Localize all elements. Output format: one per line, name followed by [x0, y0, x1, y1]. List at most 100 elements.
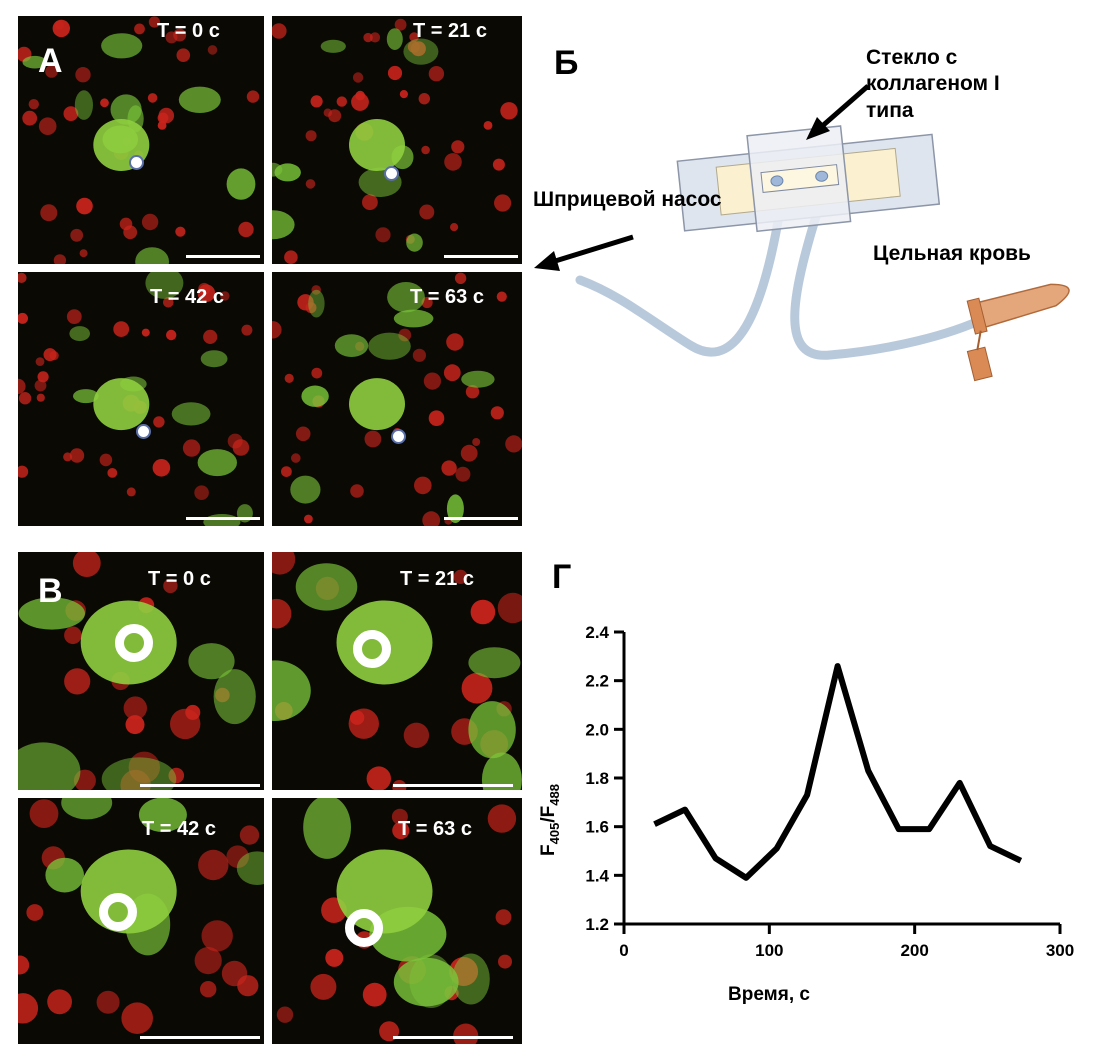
red-cell — [200, 981, 217, 998]
red-cell — [352, 72, 364, 83]
red-cell — [121, 1002, 153, 1034]
green-cell — [387, 282, 425, 313]
green-cell — [61, 798, 113, 820]
red-cell — [443, 364, 461, 382]
red-cell — [472, 438, 481, 446]
red-cell — [465, 385, 480, 399]
red-cell — [281, 466, 292, 477]
green-cell — [101, 757, 177, 790]
red-cell — [394, 18, 407, 31]
red-cell — [441, 460, 457, 476]
red-cell — [220, 291, 230, 301]
red-cell — [70, 228, 84, 242]
green-cell — [274, 163, 301, 182]
red-cell — [276, 1006, 294, 1023]
red-cell — [170, 708, 201, 740]
red-cell — [123, 225, 138, 240]
red-cell — [460, 444, 478, 462]
red-cell — [26, 904, 44, 921]
red-cell — [428, 410, 445, 426]
red-cell — [36, 393, 45, 402]
green-cell — [226, 168, 256, 200]
red-cell — [18, 955, 30, 975]
tracked-cell-marker — [129, 155, 144, 170]
red-cell — [492, 158, 505, 171]
red-cell — [364, 430, 382, 448]
frame-time-label: T = 0 с — [148, 568, 211, 590]
red-cell — [369, 32, 381, 43]
red-cell — [311, 367, 323, 379]
red-cell — [470, 599, 496, 625]
x-tick-label: 0 — [619, 941, 628, 960]
red-cell — [148, 16, 160, 28]
scale-bar — [186, 255, 260, 258]
red-cell — [113, 321, 130, 337]
green-cell — [403, 38, 439, 65]
red-cell — [272, 321, 282, 339]
green-cell — [200, 350, 228, 368]
red-cell — [40, 204, 58, 222]
tracked-cell — [349, 118, 405, 171]
red-cell — [348, 708, 379, 739]
red-cell — [18, 312, 28, 324]
green-cell — [308, 289, 325, 318]
red-cell — [407, 40, 420, 53]
red-cell — [75, 67, 91, 83]
red-cell — [305, 179, 316, 189]
red-cell — [366, 766, 391, 790]
red-cell — [310, 95, 323, 108]
red-cell — [418, 93, 430, 105]
red-cell — [350, 484, 364, 498]
red-cell — [497, 592, 522, 624]
red-cell — [498, 954, 512, 969]
red-cell — [18, 378, 26, 394]
arrow-to-pump — [551, 234, 634, 265]
green-cell — [213, 669, 256, 725]
red-cell — [227, 433, 243, 449]
red-cell — [500, 102, 518, 120]
red-cell — [490, 406, 504, 420]
red-cell — [399, 90, 408, 99]
green-cell — [236, 851, 264, 885]
red-cell — [375, 227, 391, 243]
red-cell — [37, 371, 49, 383]
red-cell — [422, 511, 441, 526]
red-cell — [152, 459, 171, 477]
outlet-tube — [575, 205, 785, 357]
red-cell — [157, 121, 167, 130]
red-cell — [63, 452, 73, 462]
red-cell — [18, 465, 29, 478]
red-cell — [444, 153, 462, 171]
red-cell — [496, 291, 507, 302]
red-cell — [423, 372, 441, 390]
red-cell — [246, 90, 260, 103]
red-cell — [325, 948, 344, 967]
green-cell — [461, 370, 495, 388]
green-cell — [135, 247, 169, 264]
red-cell — [141, 328, 150, 337]
scale-bar — [140, 1036, 260, 1039]
green-cell — [303, 798, 351, 859]
green-cell — [468, 701, 516, 759]
red-cell — [126, 487, 136, 497]
red-cell — [351, 93, 369, 111]
green-cell — [452, 953, 490, 1005]
frame-time-label: T = 63 с — [410, 286, 484, 308]
red-cell — [454, 272, 467, 284]
red-cell — [305, 130, 317, 142]
y-tick-label: 2.4 — [585, 623, 609, 642]
red-cell — [363, 32, 373, 43]
roi-ring-marker — [345, 909, 383, 947]
red-cell — [43, 348, 57, 362]
eppendorf-tube — [966, 283, 1070, 382]
y-tick-label: 1.6 — [585, 818, 609, 837]
green-cell — [468, 647, 521, 679]
tracked-cell — [93, 378, 150, 431]
red-cell — [238, 221, 254, 238]
red-cell — [176, 48, 191, 62]
y-tick-label: 2.0 — [585, 720, 609, 739]
x-tick-label: 100 — [755, 941, 783, 960]
red-cell — [237, 975, 259, 997]
red-cell — [66, 309, 82, 324]
